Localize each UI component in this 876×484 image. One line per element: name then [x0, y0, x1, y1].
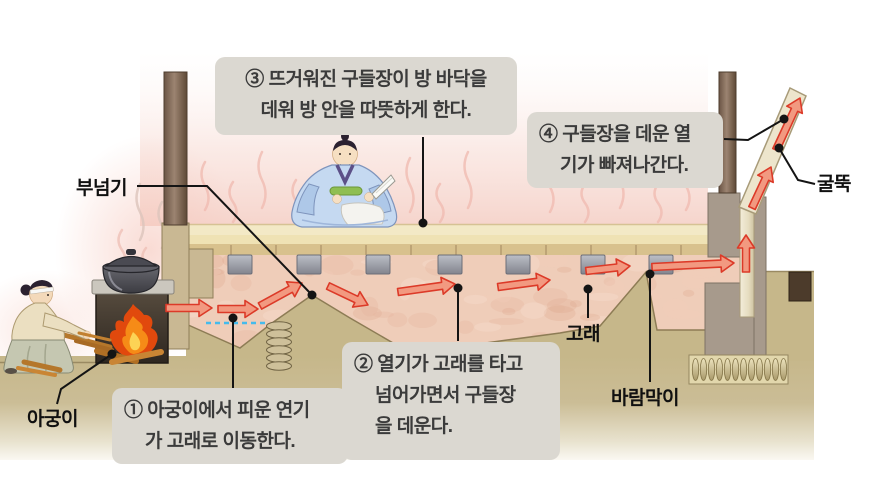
callout-step-2: ② 열기가 고래를 타고 넘어가면서 구들장 을 데운다.	[342, 342, 560, 460]
callout-step-4-line: ④ 구들장을 데운 열	[539, 124, 691, 145]
man-sitting-on-floor	[291, 131, 398, 228]
callout-step-2-line: 을 데운다.	[375, 416, 453, 437]
woman-tending-fire	[3, 280, 114, 377]
callout-step-4: ④ 구들장을 데운 열 기가 빠져나간다.	[527, 112, 723, 188]
callout-step-4-line: 기가 빠져나간다.	[560, 155, 689, 176]
callout-step-2-line: ② 열기가 고래를 타고	[354, 354, 523, 375]
floor-support-stones	[227, 254, 674, 275]
callout-step-1-line: 가 고래로 이동한다.	[145, 431, 296, 452]
furnace-agungi	[57, 249, 175, 365]
callout-step-1-line: ① 아궁이에서 피운 연기	[124, 400, 310, 421]
label-gulttuk: 굴뚝	[817, 174, 851, 195]
callout-step-1: ① 아궁이에서 피운 연기 가 고래로 이동한다.	[112, 388, 348, 464]
label-barammagi: 바람막이	[611, 388, 679, 409]
callout-step-3-line: ③ 뜨거워진 구들장이 방 바닥을	[245, 69, 487, 90]
heated-floor-gudeuljang	[186, 223, 708, 258]
callout-step-3-line: 데워 방 안을 따뜻하게 한다.	[260, 100, 472, 121]
firewood-logs	[57, 331, 164, 365]
callout-step-2-line: 넘어가면서 구들장	[375, 385, 516, 406]
label-gorae: 고래	[566, 324, 600, 345]
label-agungi: 아궁이	[27, 409, 78, 430]
label-buneomgi: 부넘기	[76, 178, 127, 199]
cooking-pot	[102, 249, 160, 294]
heat-flow-arrows	[165, 97, 804, 319]
chimney-base-stone	[788, 271, 812, 302]
stone-stack	[266, 321, 292, 371]
callout-step-3: ③ 뜨거워진 구들장이 방 바닥을 데워 방 안을 따뜻하게 한다.	[215, 57, 517, 135]
fire-icon	[109, 304, 158, 358]
leader-lines	[56, 114, 816, 405]
